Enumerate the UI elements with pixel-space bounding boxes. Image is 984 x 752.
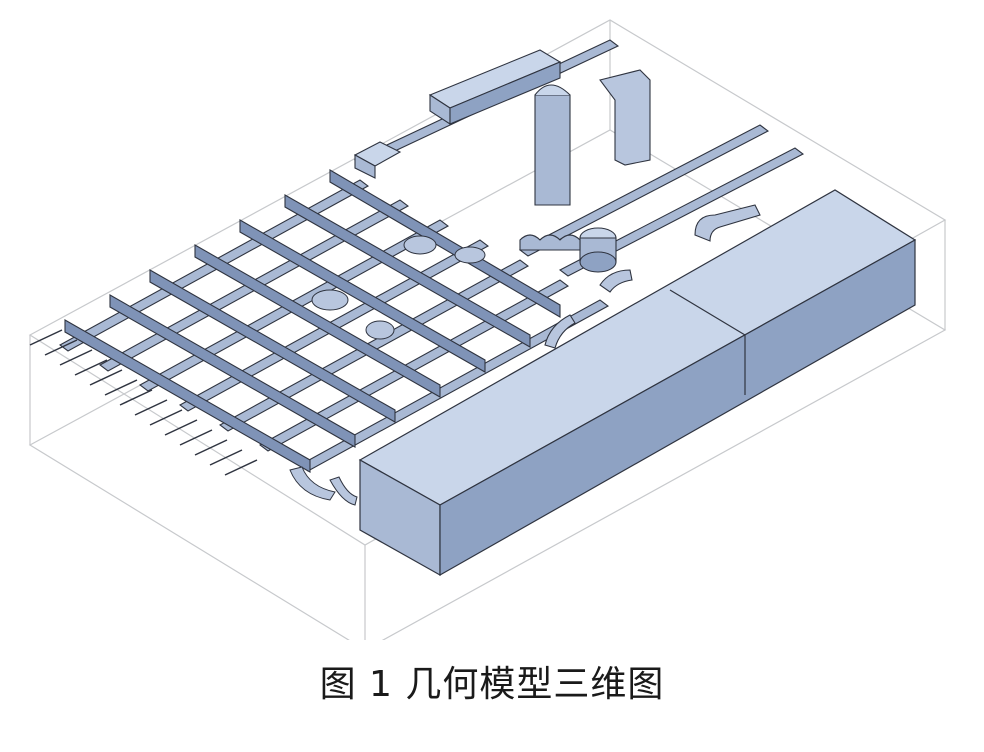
pipe-ends — [29, 329, 258, 476]
fan-units — [353, 49, 761, 349]
geometry-3d-model — [28, 19, 947, 640]
figure-caption: 图 1 几何模型三维图 — [319, 664, 665, 705]
cross-beams — [64, 169, 561, 473]
large-duct-block — [358, 189, 917, 577]
elbow-fittings — [289, 235, 486, 506]
